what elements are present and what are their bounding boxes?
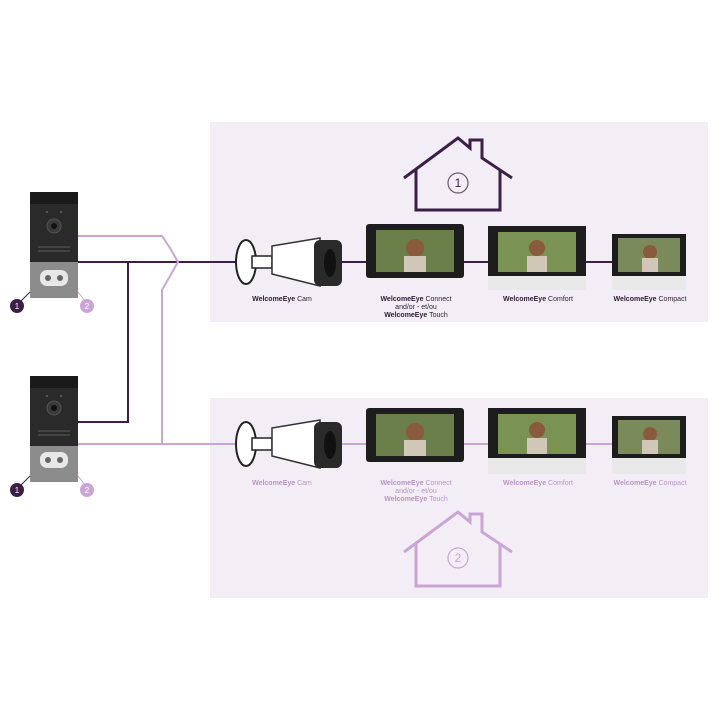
badge-1 [10, 483, 24, 497]
monitor-icon [366, 408, 464, 462]
zone-house-1 [210, 122, 708, 322]
badge-label: 2 [85, 302, 90, 311]
device-label-compact: WelcomeEye Compact [613, 480, 687, 487]
monitor-icon [366, 224, 464, 278]
device-label-compact: WelcomeEye Compact [613, 296, 687, 303]
house-number: 2 [455, 551, 462, 565]
wiring-light [78, 235, 612, 445]
camera-icon [235, 237, 342, 287]
badge-2 [80, 299, 94, 313]
device-label-connect: WelcomeEye Connect and/or - et/ou Welcom… [380, 480, 452, 503]
badge-label: 1 [15, 302, 20, 311]
monitor-icon [488, 226, 586, 290]
house-number: 1 [455, 176, 462, 190]
device-label-comfort: WelcomeEye Comfort [503, 480, 573, 487]
device-label-cam: WelcomeEye Cam [252, 296, 312, 303]
monitor-icon [612, 416, 686, 474]
device-label-connect: WelcomeEye Connect and/or - et/ou Welcom… [380, 296, 452, 319]
wiring-dark [78, 261, 612, 423]
badge-label: 2 [85, 486, 90, 495]
house-icon [403, 136, 513, 212]
monitor-icon [488, 408, 586, 474]
doorbell-icon [30, 192, 78, 298]
device-label-cam: WelcomeEye Cam [252, 480, 312, 487]
badge-1 [10, 299, 24, 313]
camera-icon [235, 419, 342, 469]
badge-label: 1 [15, 486, 20, 495]
device-label-comfort: WelcomeEye Comfort [503, 296, 573, 303]
monitor-icon [612, 234, 686, 290]
badge-2 [80, 483, 94, 497]
doorbell-icon [30, 376, 78, 482]
house-icon [403, 510, 513, 588]
